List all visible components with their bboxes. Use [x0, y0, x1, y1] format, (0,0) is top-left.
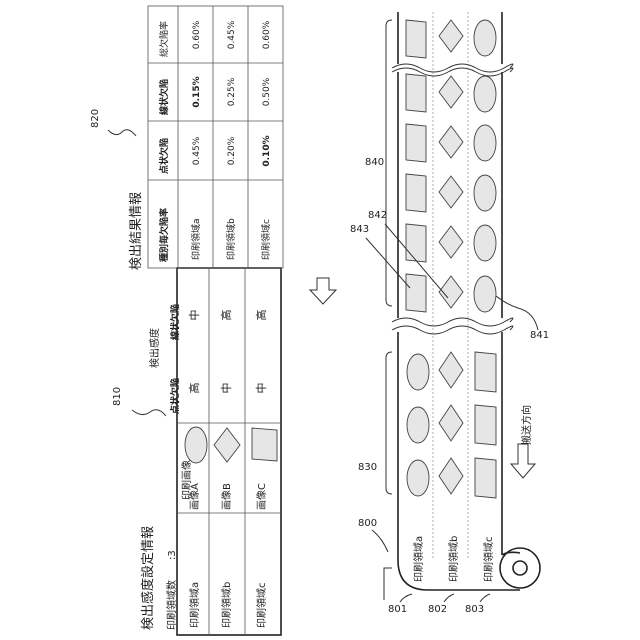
header-line-defect: 線状欠陥 — [169, 304, 181, 340]
web-ellipse-mark — [474, 76, 496, 112]
row-c-line: 高 — [254, 310, 268, 321]
web-diamond-mark — [439, 20, 463, 52]
row-b-point: 中 — [220, 383, 233, 394]
web-lane-b-label: 印刷領域b — [447, 536, 460, 582]
ref-840: 840 — [365, 157, 384, 168]
bracket-830 — [386, 352, 392, 494]
row-b-line: 高 — [219, 310, 233, 321]
web-rect-mark — [406, 124, 426, 162]
ref-802: 802 — [428, 604, 447, 615]
results-col-point: 点状欠陥 — [158, 138, 170, 174]
web-rect-mark — [406, 224, 426, 262]
row-c-region: 印刷領域c — [255, 583, 268, 629]
web-diamond-mark — [439, 176, 463, 208]
ref-800: 800 — [358, 518, 377, 529]
results-row-a-point: 0.45% — [192, 136, 202, 165]
row-b-region: 印刷領域b — [220, 582, 233, 628]
row-a-line: 中 — [188, 310, 201, 321]
web-ellipse-mark — [407, 354, 429, 390]
leader-820 — [108, 130, 136, 136]
region-count-label: 印刷領域数 — [165, 580, 178, 630]
web-ellipse-mark — [407, 460, 429, 496]
web-ellipse-mark — [474, 175, 496, 211]
row-c-image: 画像C — [256, 483, 268, 510]
ref-810: 810 — [112, 387, 123, 406]
results-row-b-total: 0.45% — [227, 20, 237, 49]
web-ellipse-mark — [407, 407, 429, 443]
web-rect-mark — [406, 274, 426, 312]
results-row-c-region: 印刷領域c — [260, 219, 272, 260]
results-title: 検出結果情報 — [129, 192, 144, 270]
flow-arrow-icon — [310, 278, 336, 304]
web-diamond-mark — [439, 126, 463, 158]
results-col-line: 線状欠陥 — [158, 79, 170, 115]
roller-hub-icon — [513, 561, 527, 575]
web-parallelogram-mark — [475, 405, 496, 445]
results-col-total: 総欠陥率 — [158, 21, 170, 57]
row-a-ellipse-shape — [185, 427, 207, 463]
results-row-b-point: 0.20% — [227, 136, 237, 165]
web-diamond-mark — [439, 226, 463, 258]
conveyance-arrow-icon — [511, 444, 535, 478]
web-rect-mark — [406, 174, 426, 212]
header-sensitivity: 検出感度 — [148, 328, 161, 368]
ref-803: 803 — [465, 604, 484, 615]
row-a-region: 印刷領域a — [188, 582, 201, 628]
web-diamond-mark — [439, 352, 463, 388]
web-section-840 — [406, 20, 496, 312]
sensitivity-settings-panel: 検出感度設定情報 印刷領域数 :3 810 印刷画像 検出感度 点状欠陥 線状欠… — [112, 268, 281, 635]
results-row-c-point: 0.10% — [262, 135, 272, 166]
row-b-image: 画像B — [221, 483, 233, 510]
web-ellipse-mark — [474, 225, 496, 261]
web-diamond-mark — [439, 405, 463, 441]
row-a-point: 高 — [187, 383, 201, 394]
results-row-a-total: 0.60% — [192, 20, 202, 49]
results-col-type: 種別毎欠陥率 — [158, 208, 170, 262]
web-parallelogram-mark — [475, 458, 496, 498]
row-b-diamond-shape — [214, 428, 240, 462]
row-c-point: 中 — [255, 383, 268, 394]
ref-843: 843 — [350, 224, 369, 235]
bracket-840 — [386, 20, 392, 306]
row-c-parallelogram-shape — [252, 428, 277, 461]
ref-820: 820 — [90, 109, 101, 128]
web-ellipse-mark — [474, 276, 496, 312]
results-row-a-region: 印刷領域a — [190, 218, 202, 260]
web-section-830 — [407, 352, 496, 498]
bracket-800 — [384, 568, 392, 600]
detection-results-panel: 検出結果情報 820 種別毎欠陥率 点状欠陥 線状欠陥 総欠陥率 印刷領域a 0… — [90, 6, 283, 270]
roller-icon — [500, 548, 540, 588]
row-a-image: 画像A — [189, 483, 201, 510]
results-row-c-total: 0.60% — [262, 20, 272, 49]
ref-842: 842 — [368, 210, 387, 221]
ref-841: 841 — [530, 330, 549, 341]
results-row-b-line: 0.25% — [227, 77, 237, 106]
results-row-c-line: 0.50% — [262, 77, 272, 106]
ref-830: 830 — [358, 462, 377, 473]
web-rect-mark — [406, 20, 426, 58]
leader-810 — [132, 410, 166, 416]
web-parallelogram-mark — [475, 352, 496, 392]
web-lane-a-label: 印刷領域a — [412, 536, 425, 582]
web-diamond-mark — [439, 76, 463, 108]
settings-title: 検出感度設定情報 — [140, 526, 156, 630]
header-point-defect: 点状欠陥 — [169, 378, 181, 414]
web-rect-mark — [406, 74, 426, 112]
results-row-b-region: 印刷領域b — [225, 218, 237, 260]
web-ellipse-mark — [474, 125, 496, 161]
web-ellipse-mark — [474, 20, 496, 56]
web-diamond-mark — [439, 458, 463, 494]
results-row-a-line: 0.15% — [192, 76, 202, 107]
ref-801: 801 — [388, 604, 407, 615]
web-lane-c-label: 印刷領域c — [482, 537, 495, 583]
conveyance-direction-label: 搬送方向 — [520, 405, 533, 445]
